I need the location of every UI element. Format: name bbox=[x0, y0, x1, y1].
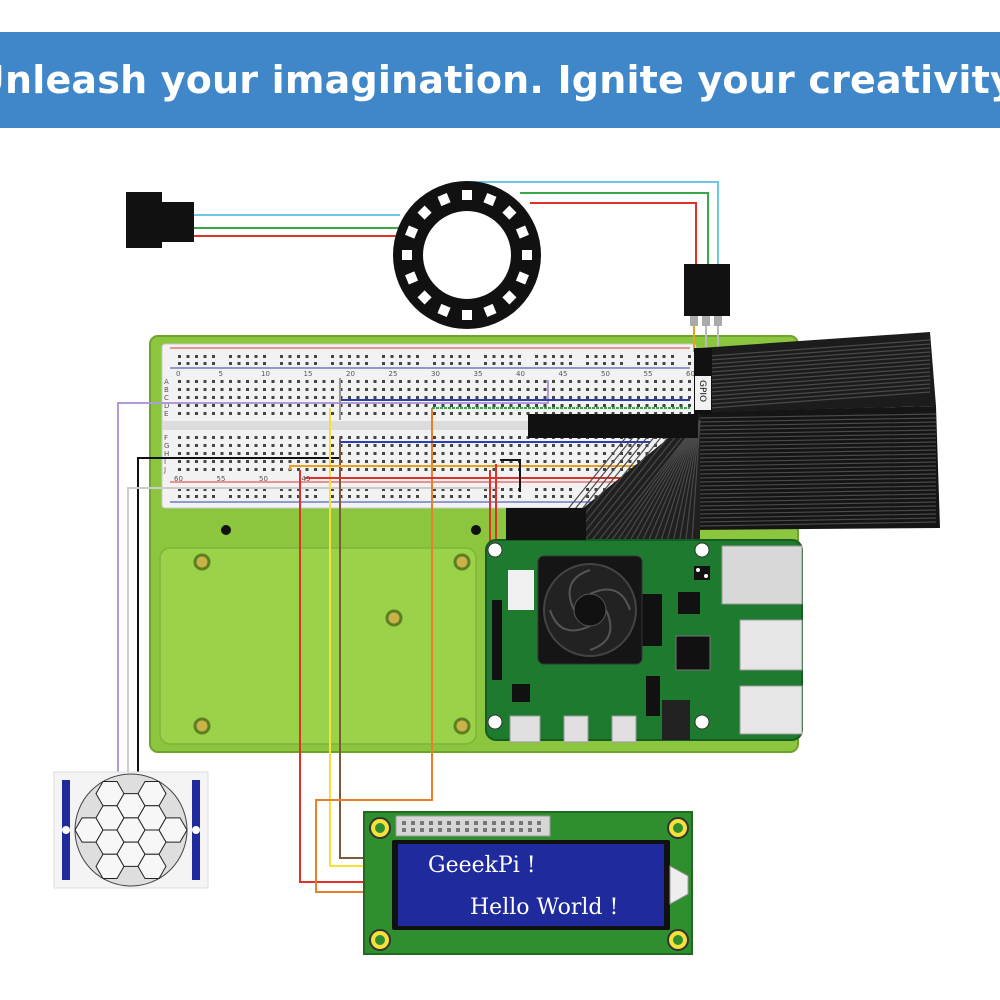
base-board-recess bbox=[159, 547, 477, 745]
lcd-line-1: GeeekPi ! bbox=[428, 853, 536, 878]
mounting-holes bbox=[193, 525, 481, 735]
breadboard-holes bbox=[178, 355, 691, 498]
title-banner: Unleash your imagination. Ignite your cr… bbox=[0, 32, 1000, 128]
hexagon-sensor bbox=[53, 771, 209, 889]
lcd-screen bbox=[398, 844, 664, 926]
row-letter: H bbox=[164, 450, 169, 458]
row-letter: G bbox=[164, 442, 169, 450]
audio-jack bbox=[662, 700, 690, 740]
usb-c-port bbox=[509, 715, 541, 743]
sensor-module bbox=[684, 264, 730, 326]
row-letter: I bbox=[164, 458, 166, 466]
column-number: 50 bbox=[601, 370, 610, 378]
banner-title: Unleash your imagination. Ignite your cr… bbox=[0, 58, 1000, 102]
column-number: 10 bbox=[261, 370, 270, 378]
column-number: 5 bbox=[219, 370, 223, 378]
column-number: 20 bbox=[346, 370, 355, 378]
usb-port-2 bbox=[739, 685, 803, 735]
row-letter: C bbox=[164, 394, 169, 402]
column-number: 50 bbox=[259, 475, 268, 483]
led-ring bbox=[393, 181, 541, 329]
hdmi-port-2 bbox=[611, 715, 637, 743]
column-number: 30 bbox=[431, 370, 440, 378]
column-number: 15 bbox=[304, 370, 313, 378]
column-number: 0 bbox=[176, 370, 180, 378]
column-number: 60 bbox=[686, 370, 695, 378]
gpio-header: GPIO bbox=[528, 348, 712, 438]
column-number: 55 bbox=[644, 370, 653, 378]
lcd-line-2: Hello World ! bbox=[470, 895, 618, 920]
column-number: 25 bbox=[389, 370, 398, 378]
column-number: 40 bbox=[516, 370, 525, 378]
hdmi-port-1 bbox=[563, 715, 589, 743]
column-number: 45 bbox=[559, 370, 568, 378]
gpio-label: GPIO bbox=[697, 380, 707, 402]
column-number: 60 bbox=[174, 475, 183, 483]
fan-connector bbox=[126, 192, 194, 248]
lcd-module: GeeekPi ! Hello World ! bbox=[363, 811, 693, 955]
row-letter: A bbox=[164, 378, 169, 386]
row-letter: F bbox=[164, 434, 168, 442]
raspberry-pi-board bbox=[485, 508, 803, 743]
row-letter: B bbox=[164, 386, 169, 394]
column-number: 35 bbox=[474, 370, 483, 378]
column-number: 55 bbox=[217, 475, 226, 483]
row-letter: D bbox=[164, 402, 169, 410]
usb-port-1 bbox=[739, 619, 803, 671]
row-letter: J bbox=[163, 466, 166, 474]
ethernet-port bbox=[721, 545, 803, 605]
row-letter: E bbox=[164, 410, 168, 418]
